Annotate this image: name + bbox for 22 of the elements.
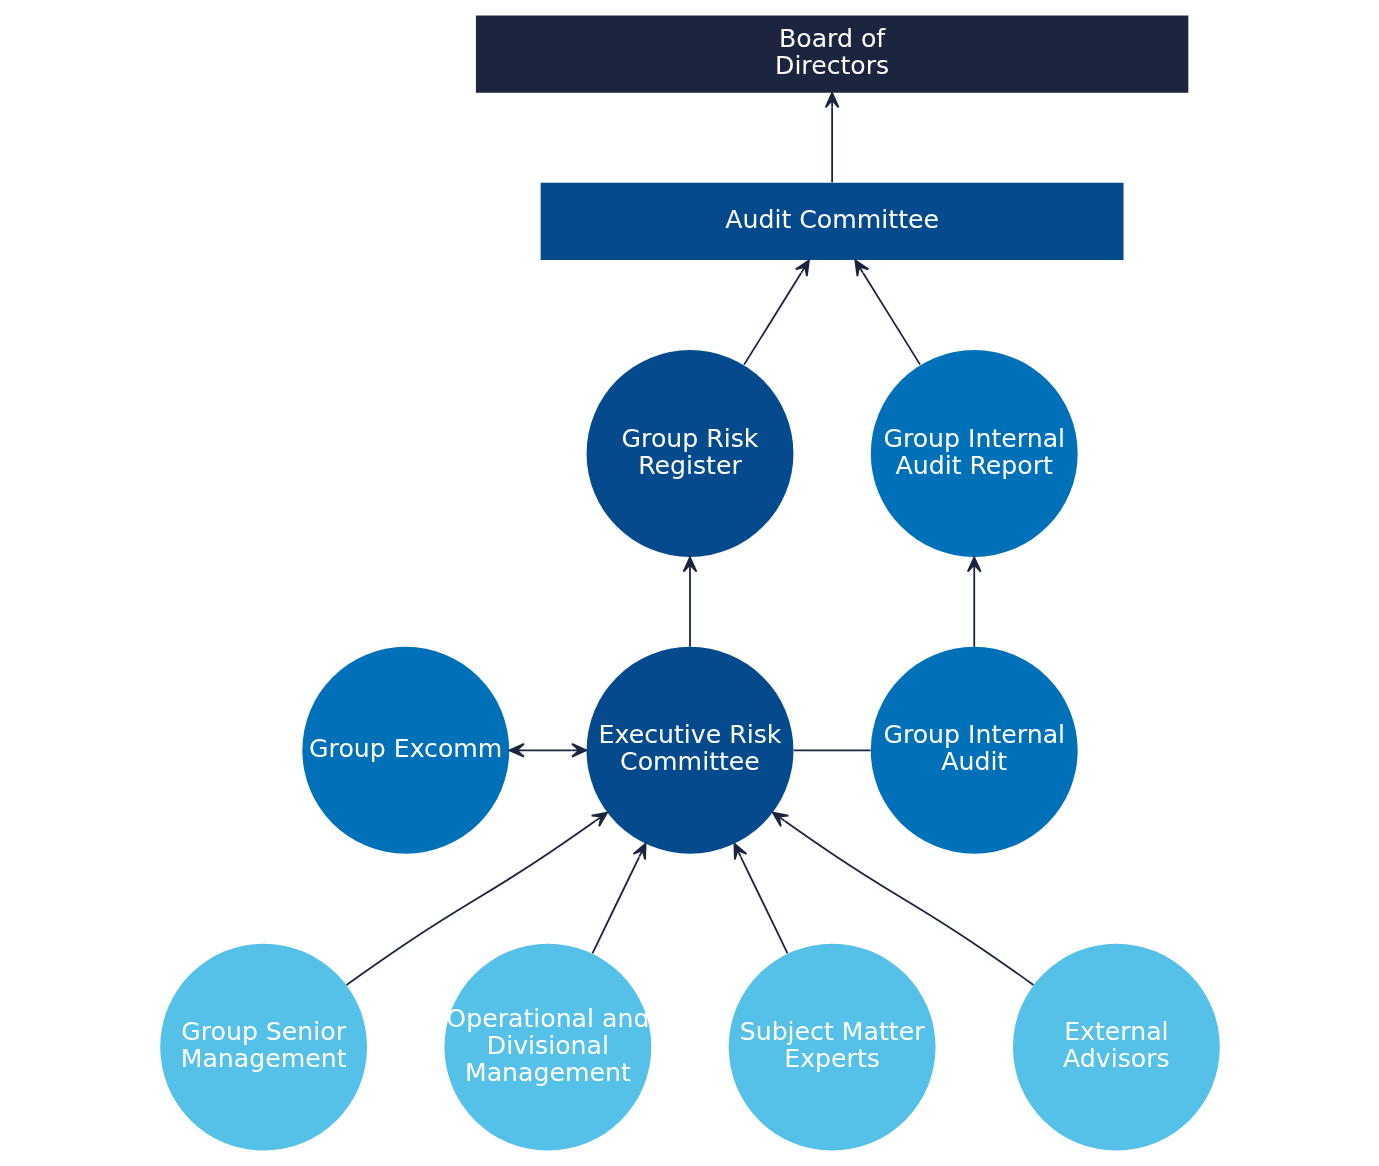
node-circle: Executive Risk Committee <box>586 646 793 854</box>
node-circle: Group Risk Register <box>586 350 793 557</box>
node-circle: External Advisors <box>1012 943 1220 1151</box>
connector <box>792 749 872 752</box>
node-circle: Group Internal Audit <box>870 646 1078 854</box>
node-circle: Operational and Divisional Management <box>443 943 651 1151</box>
node-circle: Group Senior Management <box>159 943 367 1151</box>
arrow <box>853 259 921 366</box>
node-circle: Group Excomm <box>301 646 509 854</box>
node-circle: Group Internal Audit Report <box>870 350 1078 557</box>
node-box: Board of Directors <box>475 15 1188 93</box>
arrow <box>733 842 788 955</box>
node-circle: Subject Matter Experts <box>728 943 936 1151</box>
arrow <box>966 556 982 648</box>
arrow <box>591 842 646 955</box>
node-box: Audit Committee <box>540 182 1124 261</box>
arrow <box>742 259 810 366</box>
arrow <box>345 811 608 986</box>
arrow <box>682 556 697 648</box>
arrow <box>508 742 587 758</box>
arrow <box>824 92 839 184</box>
arrow <box>771 811 1034 986</box>
